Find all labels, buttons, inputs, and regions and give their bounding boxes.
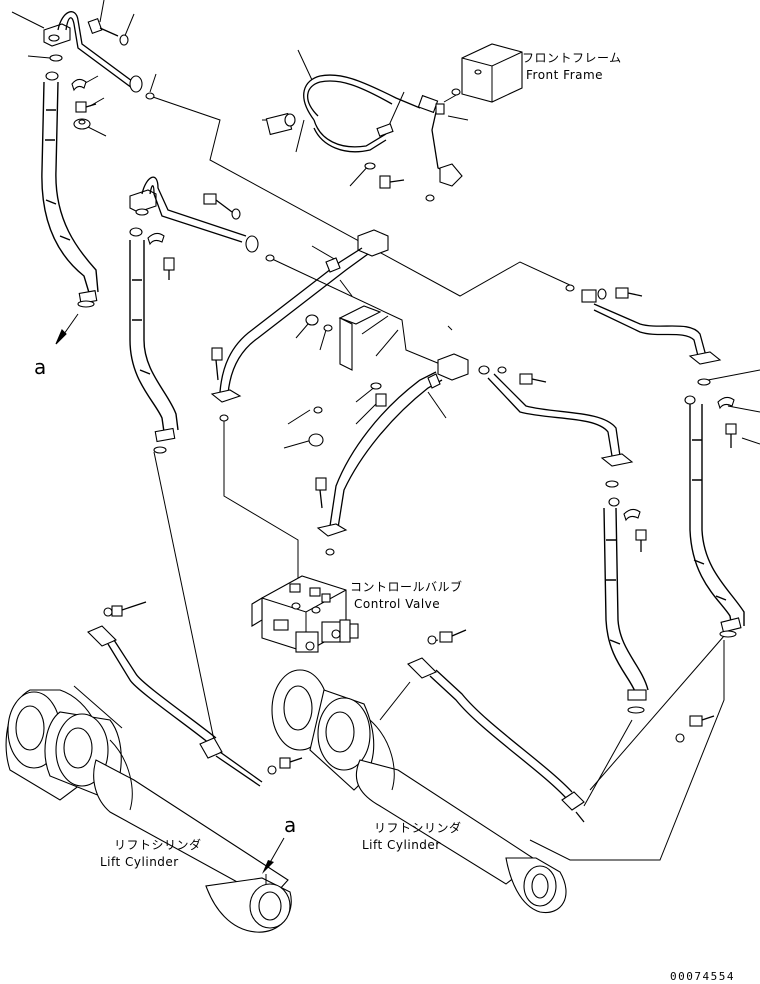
front-frame-label-jp: フロントフレーム (522, 51, 622, 65)
control-valve-label-en: Control Valve (354, 597, 440, 611)
drawing-number: 00074554 (670, 970, 735, 983)
centre-distribution-pipes (129, 176, 469, 556)
front-frame-block (461, 43, 523, 103)
connector-label-top: a (34, 355, 46, 379)
control-valve-body (251, 575, 359, 653)
left-cylinder-tube (87, 601, 303, 787)
lift-cylinder-left-label-jp: リフトシリンダ (114, 837, 202, 852)
lift-cylinder-left (5, 689, 292, 933)
front-frame-label-en: Front Frame (526, 68, 603, 82)
routing-lines (73, 95, 725, 861)
hose-middle-left (129, 227, 179, 454)
callout-leaders (11, 0, 760, 643)
hose-top-left (41, 71, 99, 345)
lift-cylinder-left-label-en: Lift Cylinder (100, 855, 179, 869)
right-cylinder-tube (407, 629, 715, 823)
lift-cylinder-right-label-en: Lift Cylinder (362, 838, 441, 852)
right-middle-pipes (478, 365, 649, 714)
front-frame-tube (265, 74, 463, 202)
connector-label-bottom: a (284, 813, 296, 837)
lift-cylinder-right (271, 669, 567, 914)
right-upper-pipes (565, 284, 745, 638)
control-valve-label-jp: コントロールバルブ (350, 579, 463, 594)
top-left-pipe-assembly (43, 11, 155, 130)
lift-cylinder-right-label-jp: リフトシリンダ (374, 820, 462, 835)
connector-arrow-bottom (262, 860, 274, 874)
